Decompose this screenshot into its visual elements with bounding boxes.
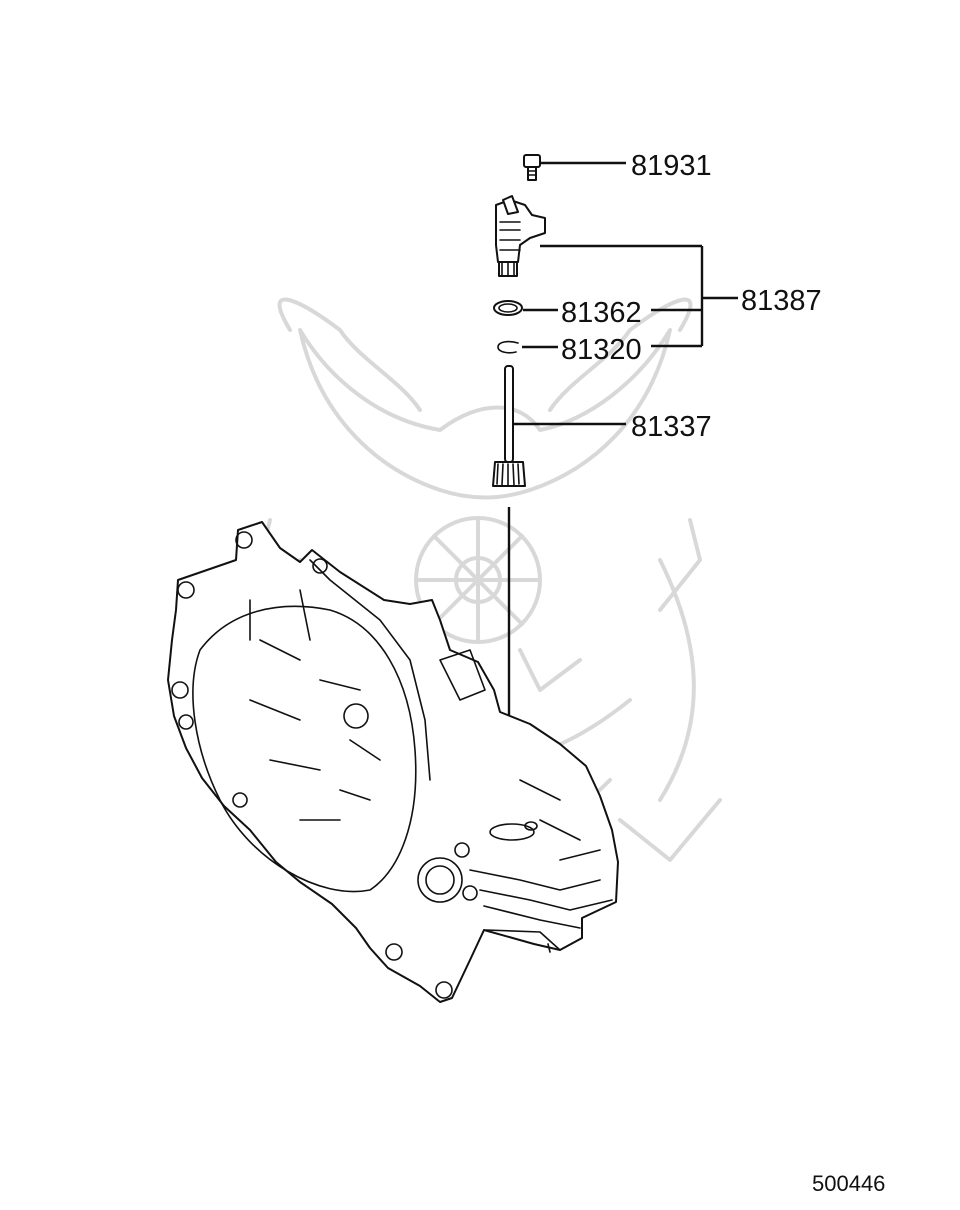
bolt-81931: 81931 — [523, 150, 712, 182]
driven-gear-shaft-81337: 81337 — [492, 365, 712, 487]
bracket-81387: 81387 — [540, 244, 822, 348]
clip-81320: 81320 — [497, 334, 642, 366]
label-81320: 81320 — [561, 334, 642, 366]
speedometer-sensor — [495, 195, 546, 277]
label-81387: 81387 — [741, 285, 822, 317]
o-ring-81362: 81362 — [493, 297, 642, 329]
transaxle-case — [167, 521, 619, 1003]
label-81362: 81362 — [561, 297, 642, 329]
figure-number: 500446 — [812, 1171, 885, 1196]
label-81337: 81337 — [631, 411, 712, 443]
label-81931: 81931 — [631, 150, 712, 182]
